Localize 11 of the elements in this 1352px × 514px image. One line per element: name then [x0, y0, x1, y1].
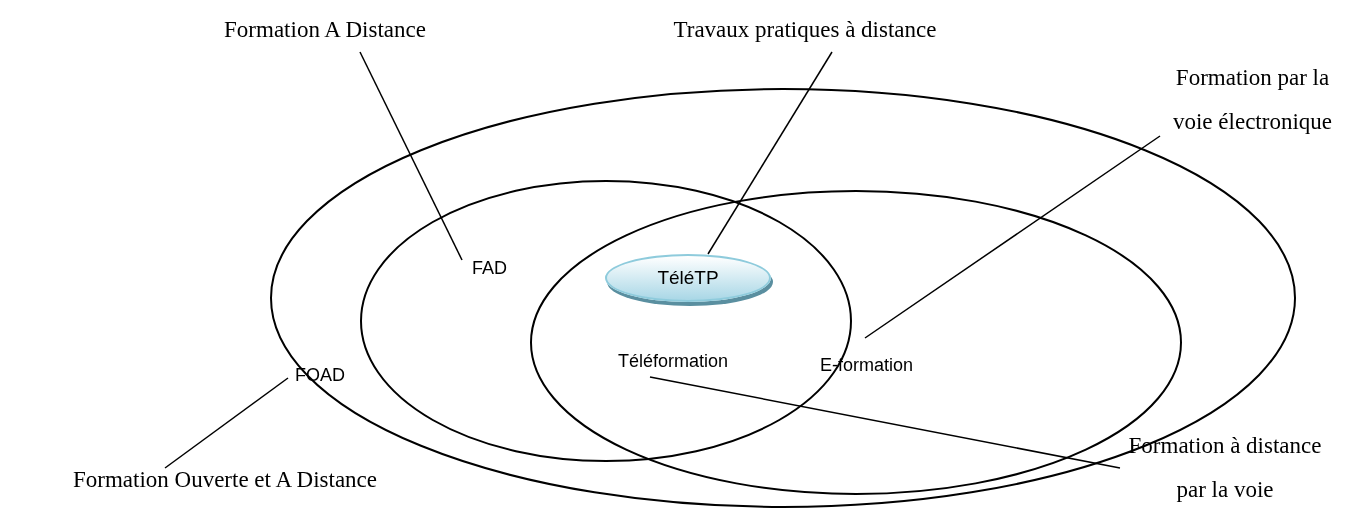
caption-text: Formation Ouverte et A Distance — [5, 458, 445, 502]
caption-text: Travaux pratiques à distance — [660, 8, 950, 52]
leader-line — [707, 51, 833, 255]
caption-text: Formation par la voie électronique — [1160, 56, 1345, 144]
leader-line — [864, 135, 1161, 339]
set-label: Téléformation — [618, 350, 738, 374]
caption-text: Formation A Distance — [210, 8, 440, 52]
leader-line — [649, 376, 1121, 469]
leader-line — [359, 51, 463, 261]
leader-line — [164, 377, 289, 469]
set-label: FAD — [472, 258, 507, 279]
